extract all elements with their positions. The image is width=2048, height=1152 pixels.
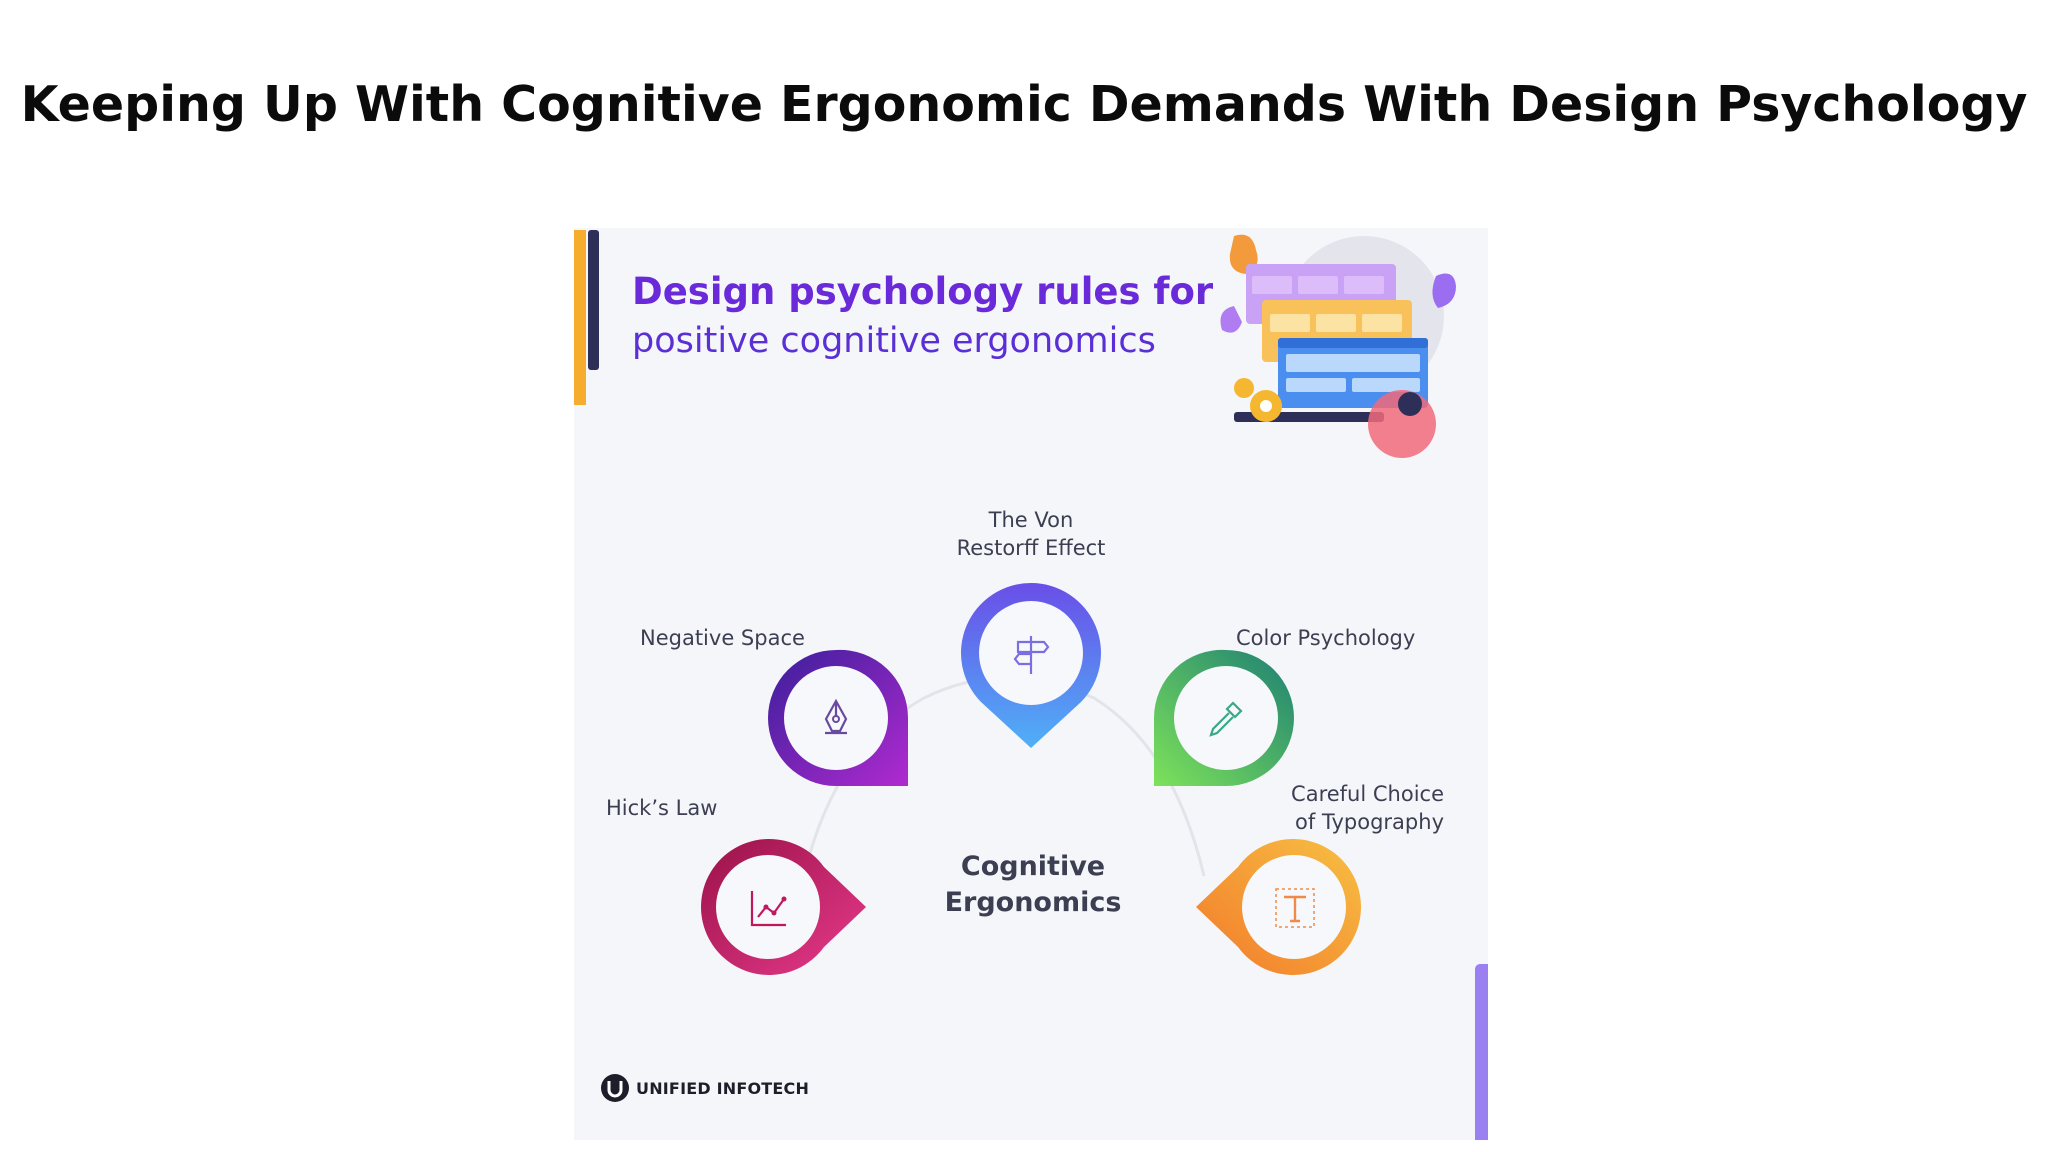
- color-picker-icon: [1209, 701, 1243, 737]
- label-von-restorff-line1: The Von: [988, 508, 1074, 532]
- center-label: Cognitive Ergonomics: [918, 849, 1148, 921]
- label-hicks-law: Hick’s Law: [606, 796, 718, 820]
- center-label-line2: Ergonomics: [944, 887, 1122, 918]
- center-label-line1: Cognitive: [960, 851, 1106, 882]
- pen-tool-icon: [824, 698, 848, 735]
- label-color-psychology: Color Psychology: [1236, 626, 1416, 650]
- accent-bar-orange: [574, 230, 586, 405]
- label-negative-space: Negative Space: [640, 626, 805, 650]
- text-type-icon: [1275, 888, 1315, 928]
- label-typography-line1: Careful Choice: [1291, 782, 1444, 806]
- infographic-subheading: positive cognitive ergonomics: [632, 321, 1156, 361]
- label-von-restorff: The Von Restorff Effect: [954, 506, 1108, 562]
- infographic-image: Design psychology rules for positive cog…: [574, 228, 1488, 1140]
- label-von-restorff-line2: Restorff Effect: [956, 536, 1106, 560]
- line-chart-icon: [750, 891, 787, 927]
- brand-logo: UNIFIED INFOTECH: [600, 1073, 809, 1103]
- accent-bar-purple: [1475, 964, 1488, 1140]
- signpost-icon: [1013, 636, 1050, 674]
- slide-title: Keeping Up With Cognitive Ergonomic Dema…: [20, 76, 2028, 133]
- label-typography: Careful Choice of Typography: [1280, 780, 1444, 836]
- label-typography-line2: of Typography: [1295, 810, 1444, 834]
- accent-bar-dark: [588, 230, 599, 370]
- infographic-heading: Design psychology rules for: [632, 270, 1214, 313]
- ui-windows-illustration: [1220, 234, 1456, 458]
- brand-name: UNIFIED INFOTECH: [636, 1078, 810, 1098]
- brand-logo-icon: [601, 1074, 629, 1102]
